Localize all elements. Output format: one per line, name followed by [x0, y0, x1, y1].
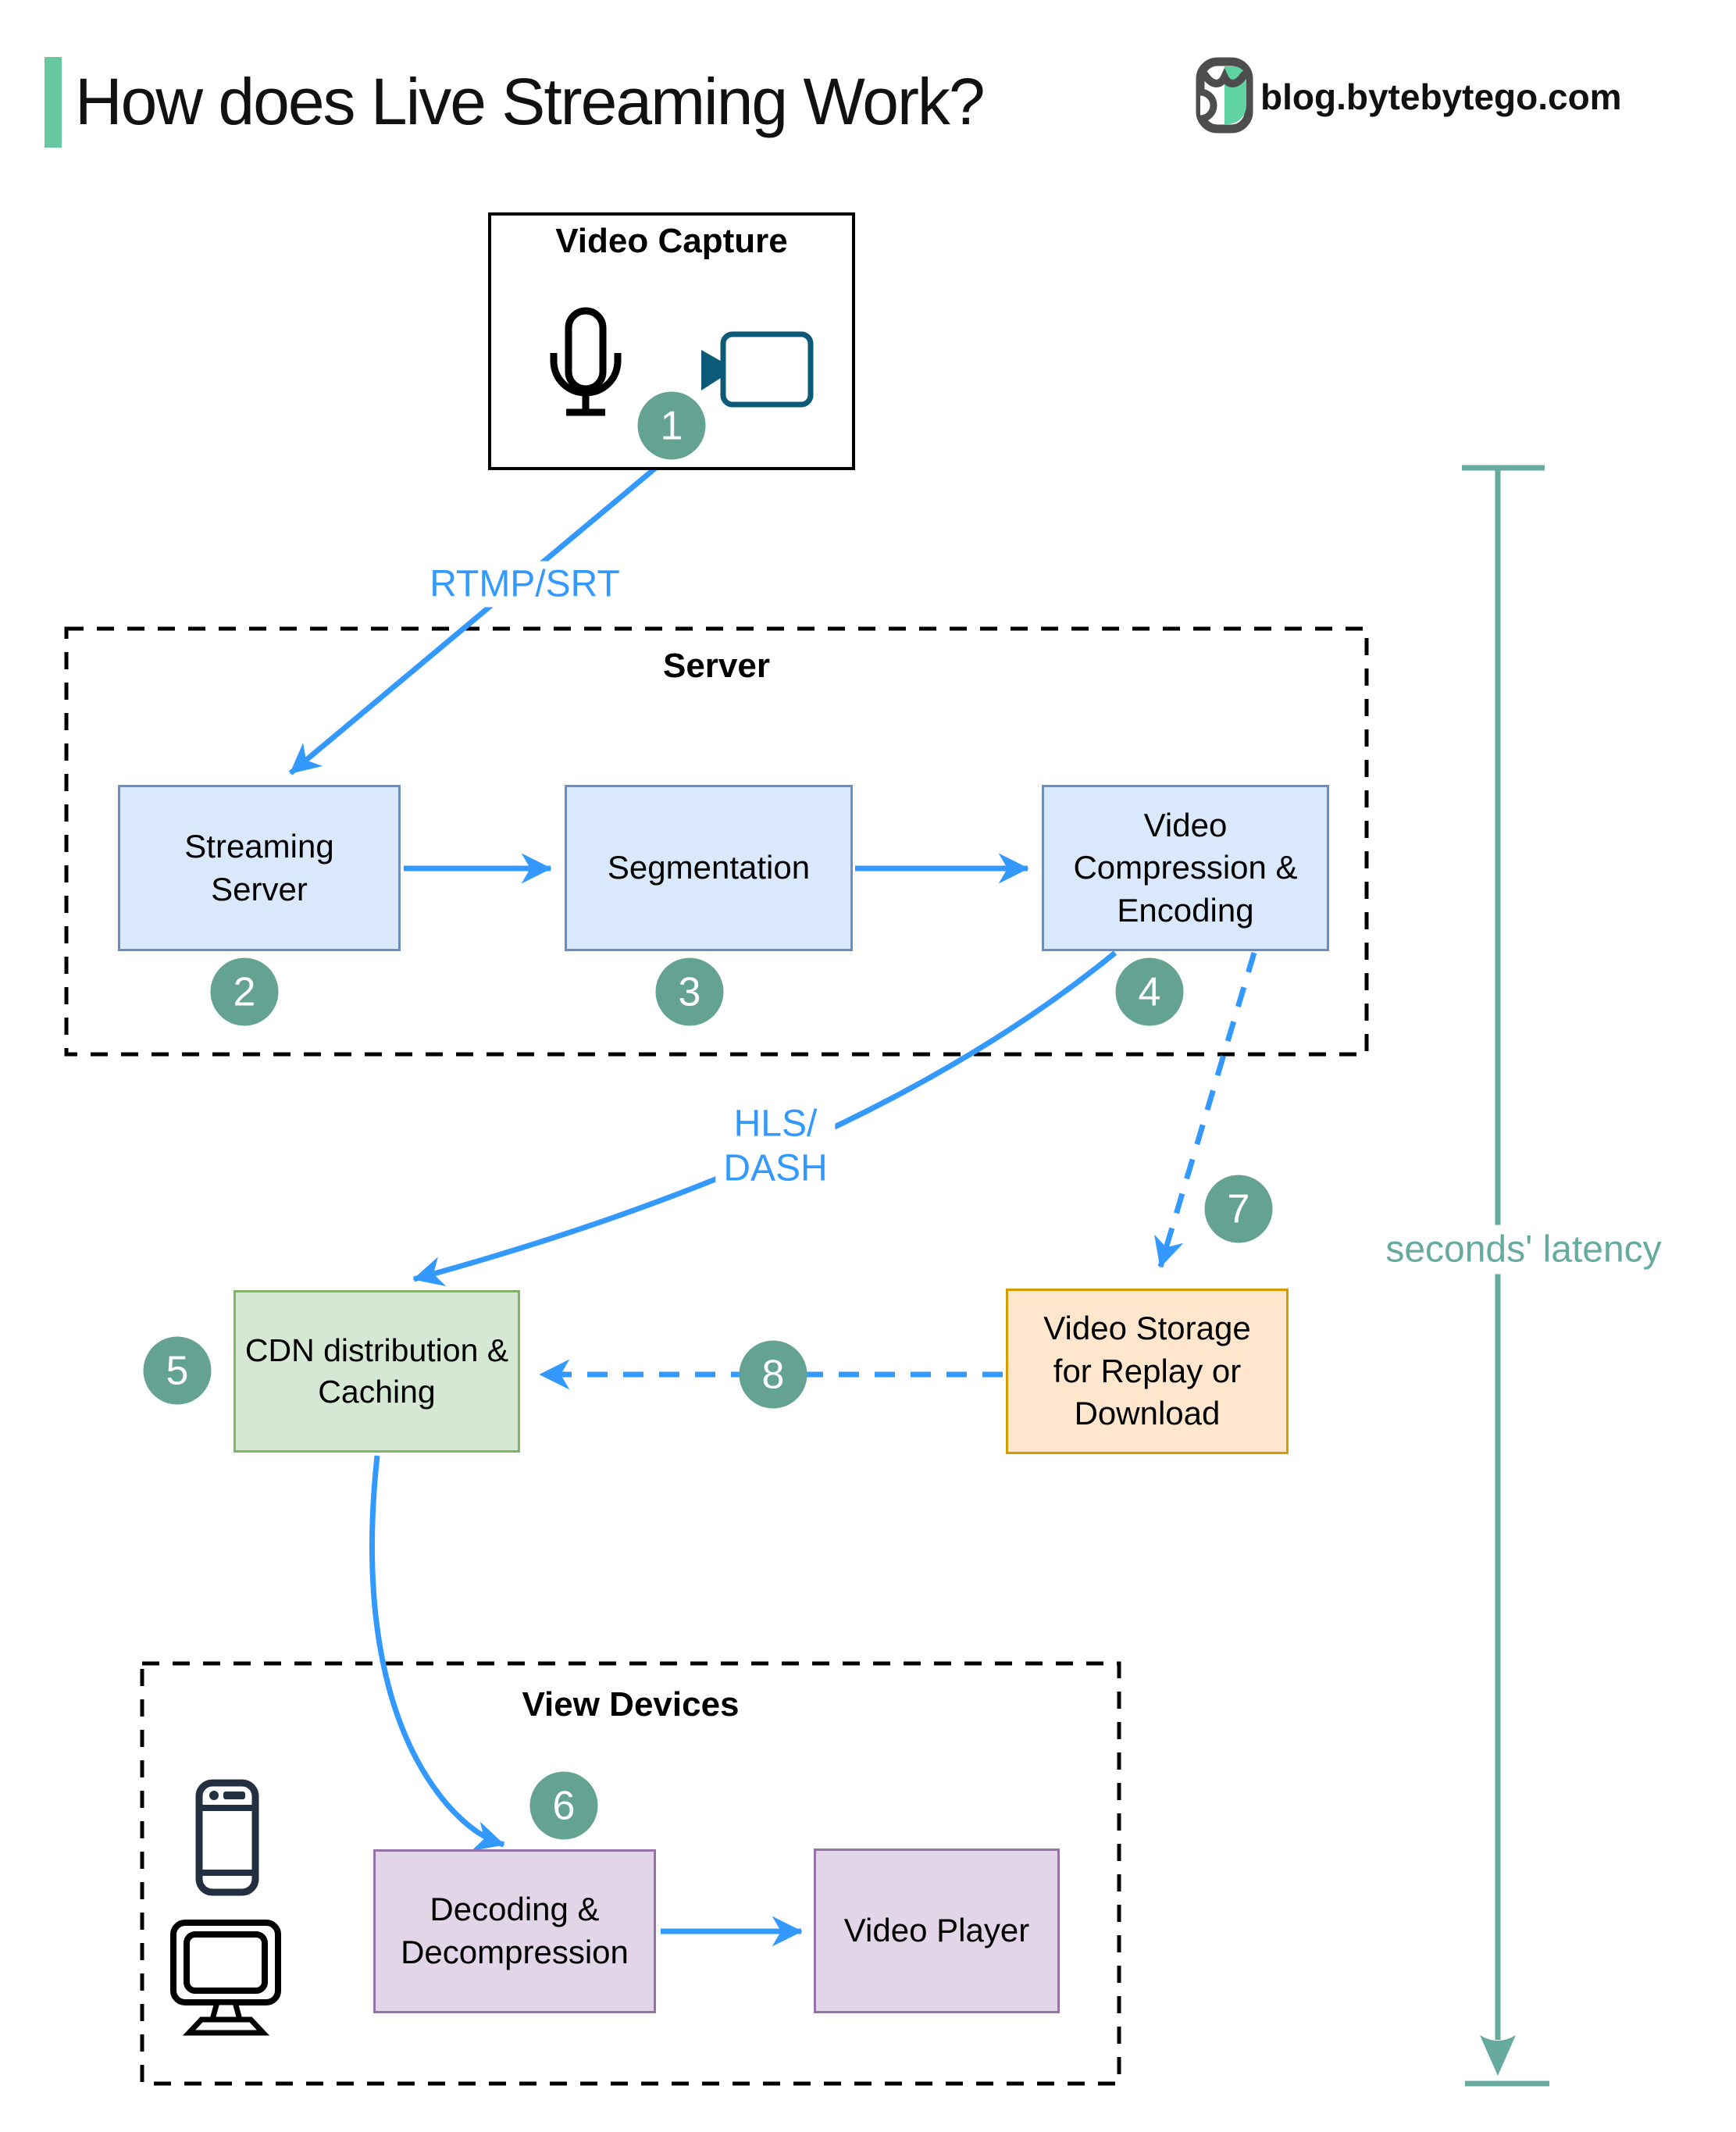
- step-badge-8: 8: [739, 1340, 807, 1409]
- view-devices-group-title: View Devices: [522, 1685, 740, 1724]
- bytebytego-logo-icon: [1193, 56, 1256, 134]
- title-accent-bar: [45, 57, 62, 148]
- step-badge-4: 4: [1115, 957, 1184, 1026]
- view-devices-group-border: [140, 1661, 1121, 2086]
- step-badge-7: 7: [1204, 1175, 1273, 1243]
- hls-label-line2: DASH: [723, 1147, 828, 1189]
- decoding-node: Decoding & Decompression: [373, 1849, 656, 2013]
- step-badge-2: 2: [210, 957, 279, 1026]
- latency-label: seconds' latency: [1374, 1225, 1673, 1275]
- server-group-border: [64, 626, 1369, 1057]
- rtmp-srt-label: RTMP/SRT: [422, 561, 628, 608]
- smartphone-icon: [194, 1779, 261, 1896]
- hls-dash-label: HLS/ DASH: [715, 1100, 836, 1193]
- video-compression-node: Video Compression & Encoding: [1042, 785, 1329, 951]
- video-storage-node: Video Storage for Replay or Download: [1006, 1289, 1289, 1454]
- arrow-cdn-to-decoding: [369, 1455, 505, 1851]
- step-badge-6: 6: [529, 1771, 598, 1840]
- streaming-server-node: Streaming Server: [118, 785, 401, 951]
- video-capture-title: Video Capture: [555, 222, 788, 260]
- video-camera-icon: [695, 326, 816, 412]
- server-group-title: Server: [662, 647, 770, 685]
- site-url: blog.bytebytego.com: [1260, 77, 1622, 117]
- segmentation-node: Segmentation: [565, 785, 853, 951]
- video-player-node: Video Player: [814, 1849, 1060, 2013]
- step-badge-5: 5: [143, 1336, 212, 1405]
- arrow-compression-to-storage: [1154, 951, 1257, 1268]
- step-badge-1: 1: [637, 391, 706, 460]
- latency-measure-line: [1462, 465, 1549, 2087]
- desktop-monitor-icon: [169, 1918, 284, 2037]
- hls-label-line1: HLS/: [733, 1103, 818, 1145]
- arrow-capture-to-streaming: [288, 444, 683, 775]
- microphone-icon: [543, 306, 629, 423]
- cdn-node: CDN distribution & Caching: [233, 1290, 520, 1453]
- step-badge-3: 3: [655, 957, 724, 1026]
- page-title: How does Live Streaming Work?: [75, 64, 986, 138]
